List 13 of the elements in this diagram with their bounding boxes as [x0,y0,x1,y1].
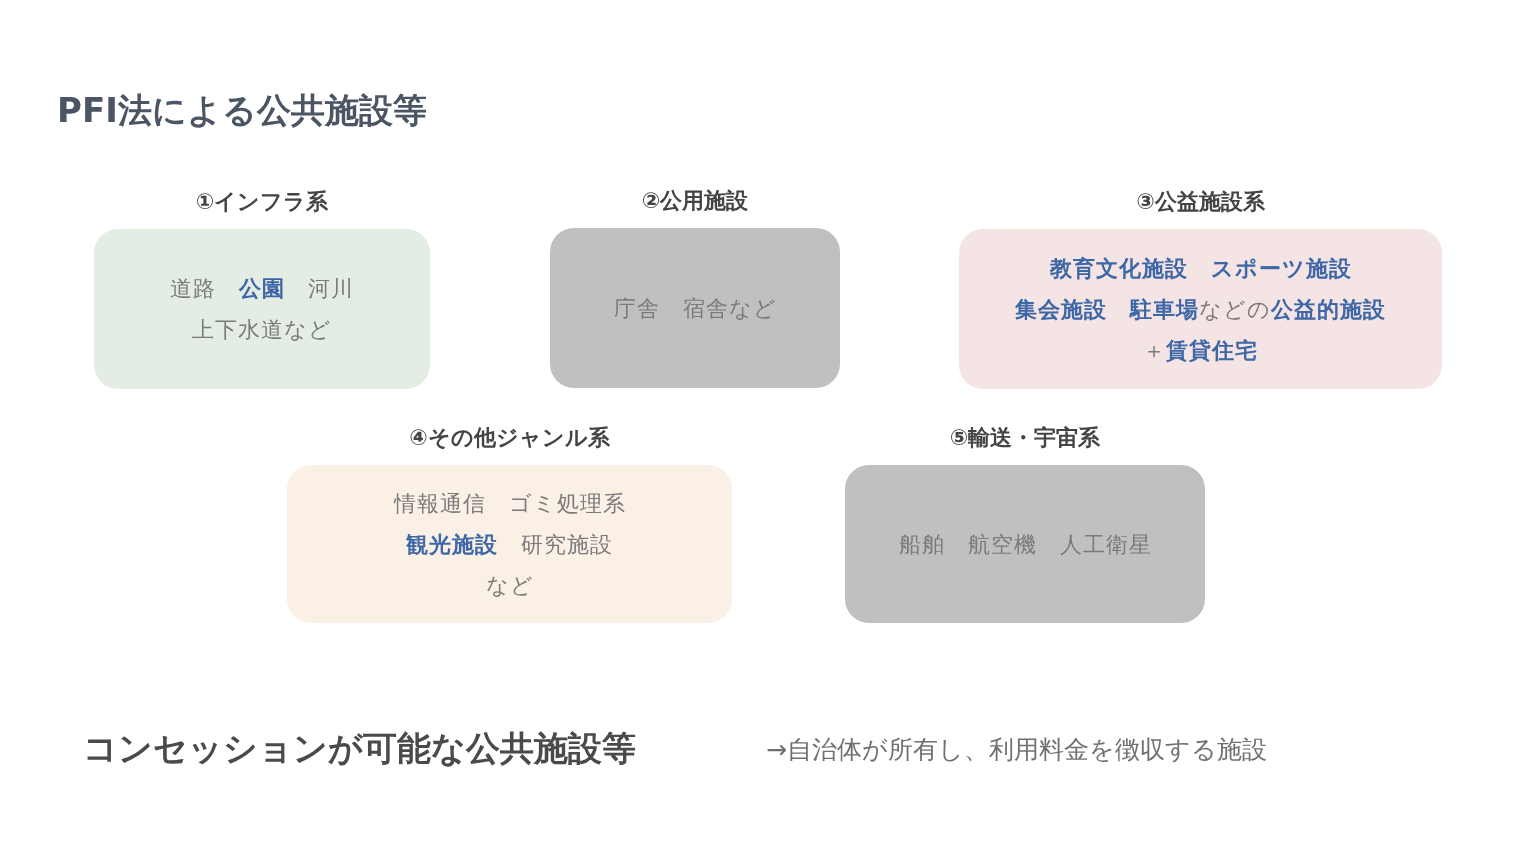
summary-heading: コンセッションが可能な公共施設等 [83,727,636,770]
facility-list: 船舶 航空機 人工衛星 [898,523,1152,565]
category-heading: ①インフラ系 [194,188,330,216]
facility-list: 情報通信 ゴミ処理系観光施設 研究施設など [393,482,626,606]
category-heading: ④その他ジャンル系 [408,424,611,452]
facility-list: 庁舎 宿舎など [613,287,777,329]
facility-list: 教育文化施設 スポーツ施設集会施設 駐車場などの公益的施設＋賃貸住宅 [1015,247,1386,371]
category-heading: ⑤輸送・宇宙系 [948,424,1102,452]
category-heading: ③公益施設系 [1135,188,1266,216]
category-heading: ②公用施設 [640,187,750,215]
facility-list: 道路 公園 河川上下水道など [170,268,354,350]
summary-note: →自治体が所有し、利用料金を徴収する施設 [766,734,1267,766]
page-title: PFI法による公共施設等 [57,89,427,132]
